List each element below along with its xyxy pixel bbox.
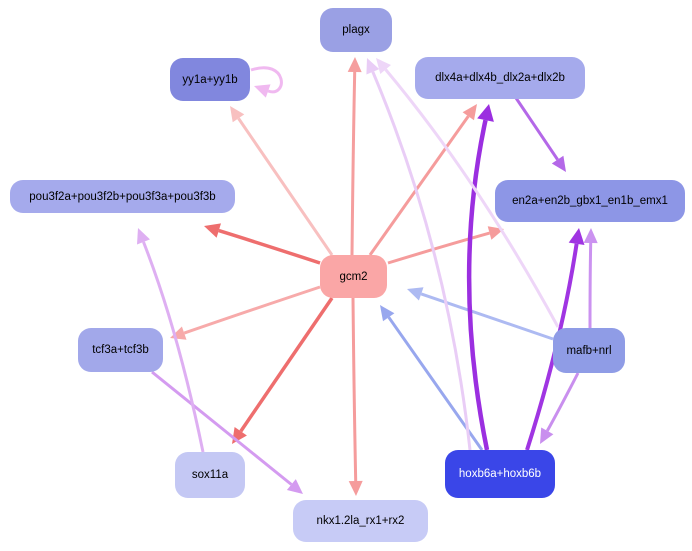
edge-hoxb6a-plagx [371, 71, 472, 451]
arrowhead-yy1a-yy1a [254, 84, 271, 98]
arrowhead-tcf3a-nkx [286, 479, 303, 494]
arrowhead-hoxb6a-en2a [568, 228, 585, 245]
edge-gcm2-dlx4a [368, 115, 470, 256]
node-en2a[interactable]: en2a+en2b_gbx1_en1b_emx1 [495, 180, 685, 222]
node-plagx[interactable]: plagx [320, 8, 392, 52]
edge-dlx4a-en2a [514, 97, 559, 161]
node-label-mafb: mafb+nrl [566, 344, 612, 357]
arrowhead-hoxb6a-gcm2 [380, 305, 395, 322]
node-label-gcm2: gcm2 [339, 270, 368, 283]
node-label-tcf3a: tcf3a+tcf3b [92, 344, 149, 356]
edge-mafb-plagx [384, 68, 560, 328]
node-label-plagx: plagx [342, 24, 370, 36]
edge-mafb-hoxb6a [545, 372, 580, 432]
node-yy1a[interactable]: yy1a+yy1b [170, 58, 250, 101]
arrowhead-gcm2-plagx [347, 57, 362, 73]
node-hoxb6a[interactable]: hoxb6a+hoxb6b [445, 450, 555, 498]
node-label-pou3f: pou3f2a+pou3f2b+pou3f3a+pou3f3b [29, 190, 216, 203]
node-dlx4a[interactable]: dlx4a+dlx4b_dlx2a+dlx2b [415, 57, 585, 99]
node-label-en2a: en2a+en2b_gbx1_en1b_emx1 [512, 195, 668, 207]
edge-tcf3a-nkx [151, 370, 293, 486]
node-sox11a[interactable]: sox11a [175, 452, 245, 498]
arrowhead-hoxb6a-plagx [366, 58, 380, 75]
arrowhead-sox11a-pou3f [137, 228, 150, 245]
arrowhead-hoxb6a-dlx4a [477, 104, 494, 122]
node-gcm2[interactable]: gcm2 [320, 255, 387, 298]
arrowhead-gcm2-yy1a [230, 106, 245, 123]
edge-mafb-gcm2 [420, 292, 554, 341]
edge-gcm2-en2a [387, 231, 491, 265]
arrowhead-gcm2-dlx4a [462, 104, 477, 121]
node-label-hoxb6a: hoxb6a+hoxb6b [458, 468, 542, 480]
node-tcf3a[interactable]: tcf3a+tcf3b [78, 328, 163, 372]
node-mafb[interactable]: mafb+nrl [553, 328, 625, 373]
node-label-dlx4a: dlx4a+dlx4b_dlx2a+dlx2b [435, 72, 565, 84]
arrowhead-mafb-plagx [376, 58, 391, 74]
edge-gcm2-tcf3a [183, 285, 321, 335]
arrowhead-dlx4a-en2a [551, 155, 566, 172]
edge-gcm2-sox11a [239, 297, 334, 433]
edge-hoxb6a-gcm2 [387, 316, 484, 451]
edge-gcm2-yy1a [237, 117, 334, 256]
edge-mafb-en2a [588, 242, 593, 329]
edge-gcm2-plagx [350, 71, 357, 256]
edge-yy1a-yy1a [250, 66, 283, 94]
node-nkx[interactable]: nkx1.2la_rx1+rx2 [293, 500, 428, 542]
node-label-yy1a: yy1a+yy1b [182, 73, 238, 86]
arrowhead-gcm2-nkx [348, 480, 363, 496]
node-label-sox11a: sox11a [191, 469, 229, 481]
edge-hoxb6a-dlx4a [466, 119, 490, 451]
arrowhead-mafb-en2a [583, 228, 598, 244]
edge-sox11a-pou3f [142, 241, 205, 453]
node-label-nkx: nkx1.2la_rx1+rx2 [316, 515, 405, 527]
edge-gcm2-pou3f [218, 228, 321, 265]
edge-gcm2-nkx [351, 297, 358, 482]
node-pou3f[interactable]: pou3f2a+pou3f2b+pou3f3a+pou3f3b [10, 180, 235, 213]
arrowhead-mafb-gcm2 [407, 287, 424, 301]
arrowhead-gcm2-pou3f [204, 223, 221, 238]
arrowhead-mafb-hoxb6a [540, 427, 554, 444]
